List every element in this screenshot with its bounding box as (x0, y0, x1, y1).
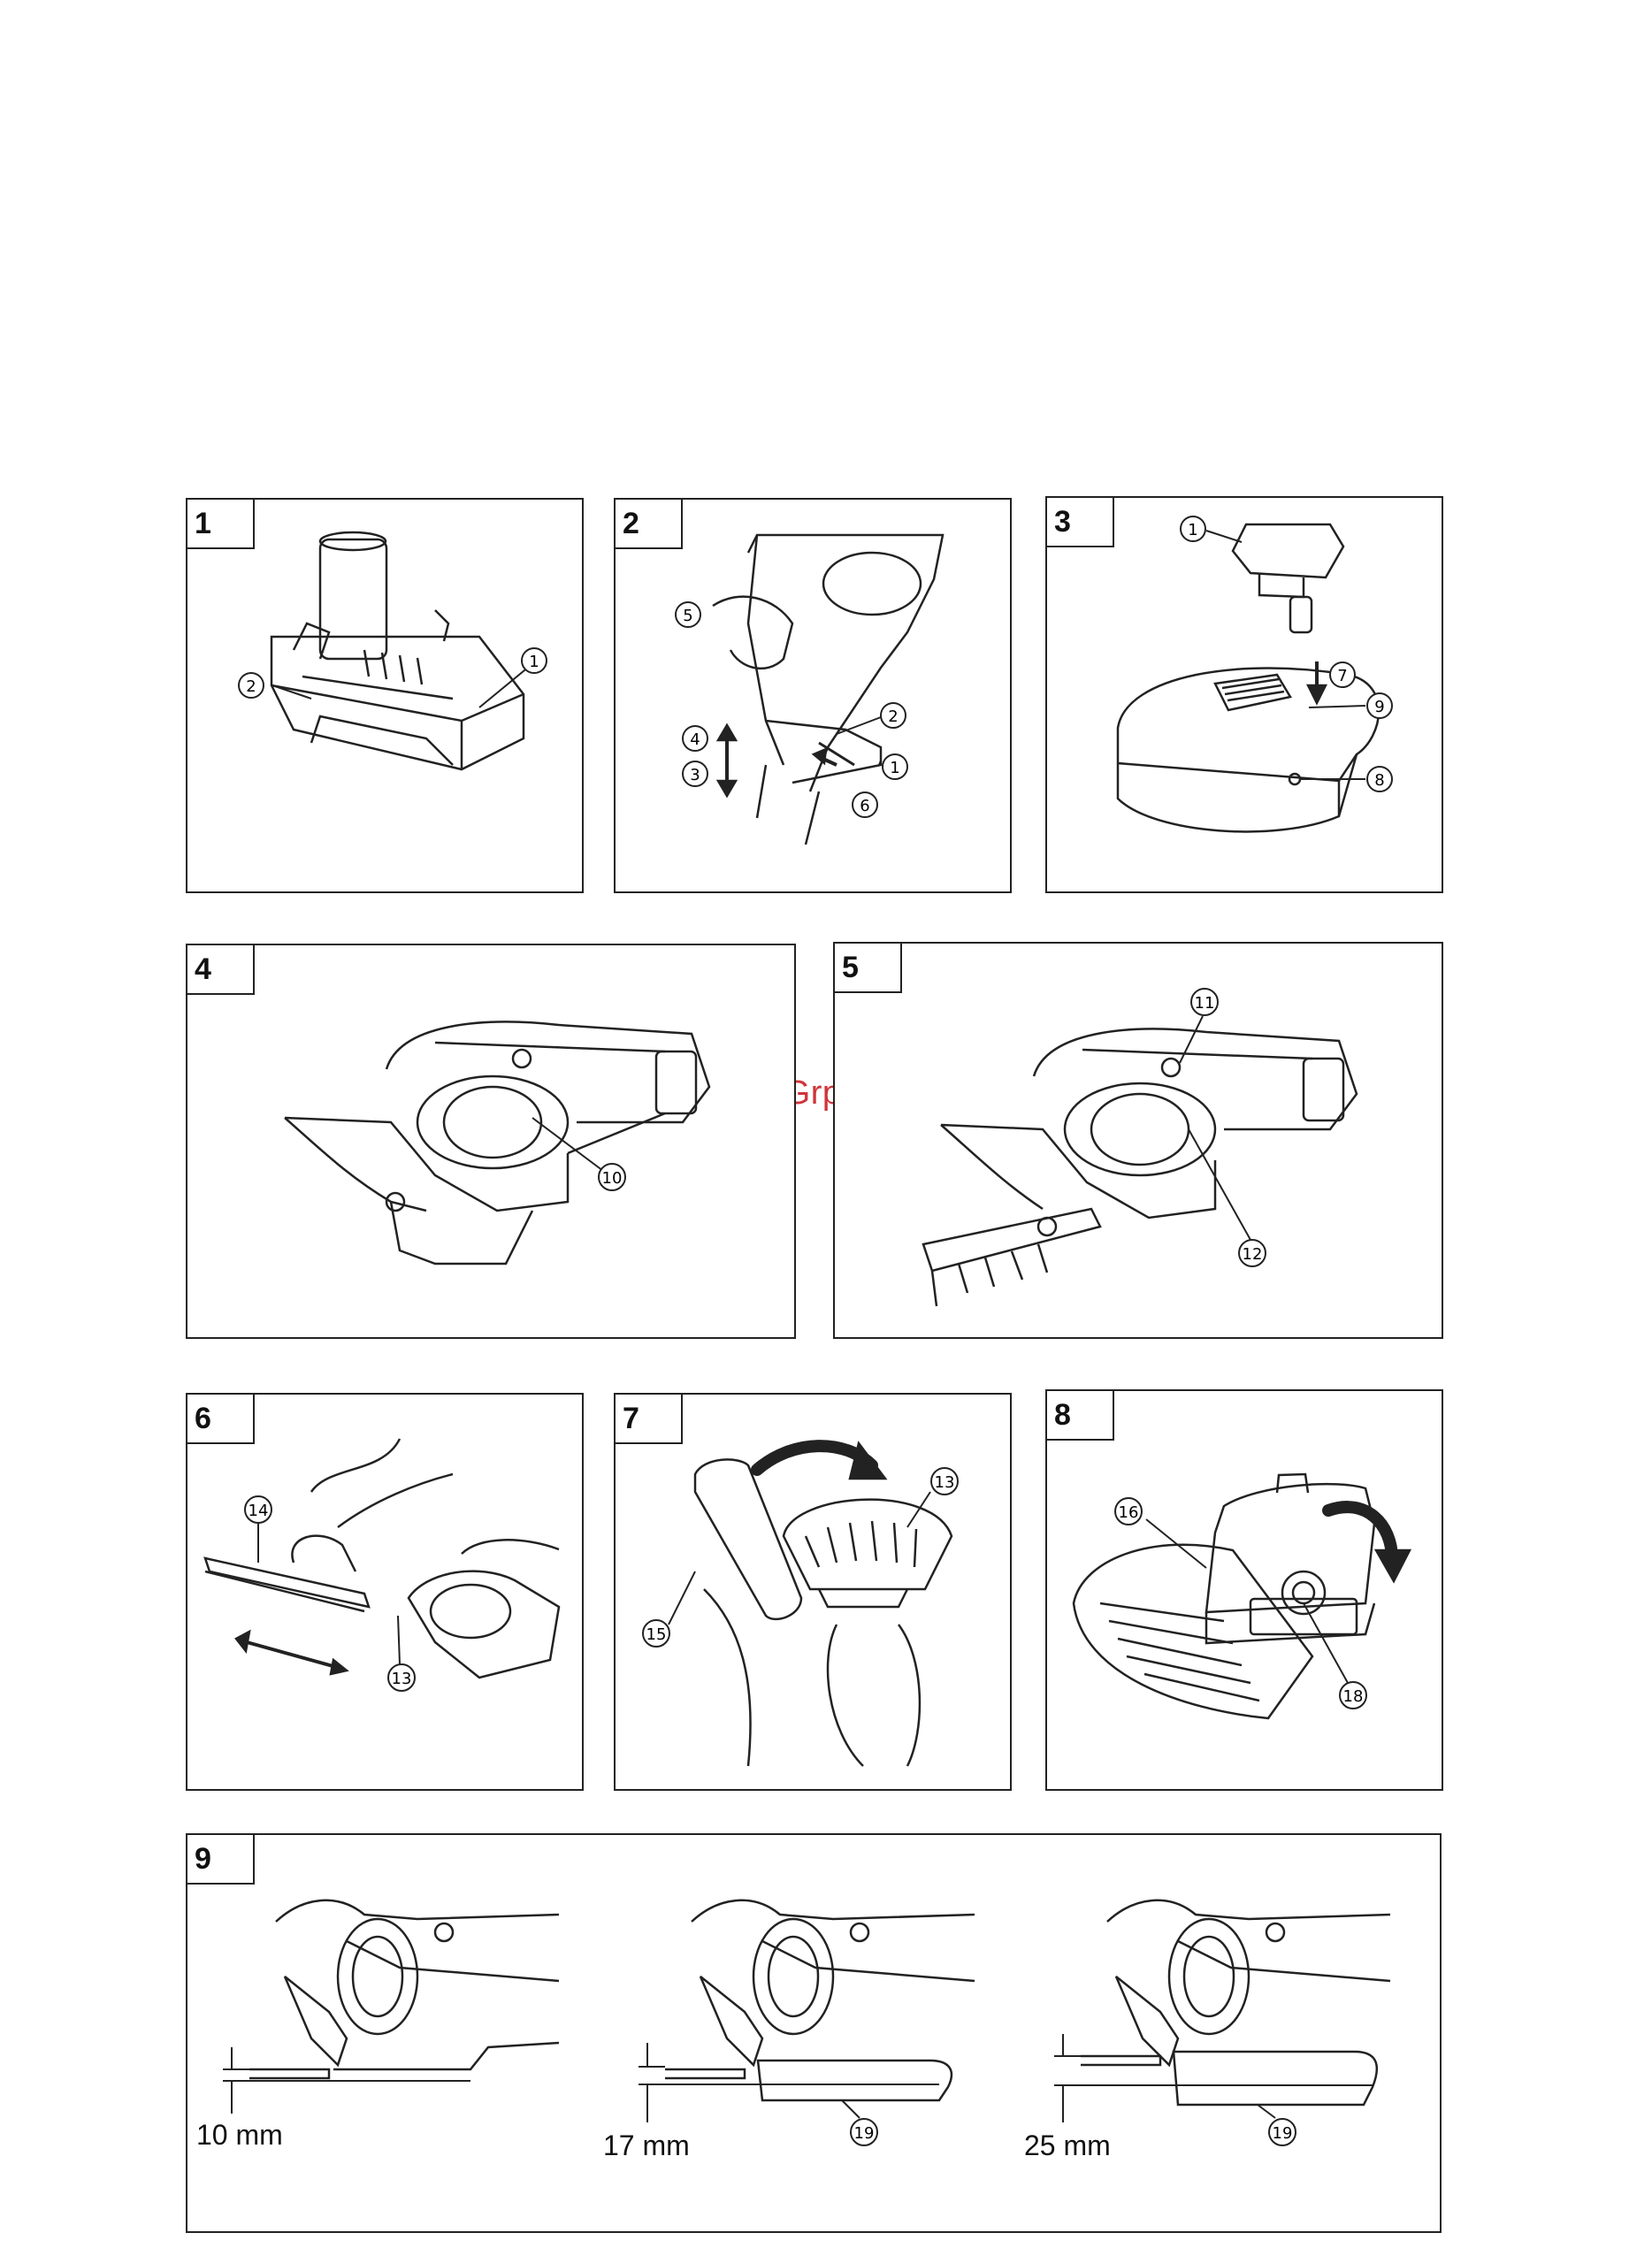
svg-text:13: 13 (392, 1670, 412, 1688)
svg-text:16: 16 (1119, 1503, 1139, 1522)
svg-text:19: 19 (1273, 2124, 1293, 2143)
figure-8: 8 16 18 (1045, 1389, 1443, 1791)
callout-1: 1 (879, 754, 907, 779)
callouts: 19 19 (187, 1835, 1442, 2233)
callouts: 16 18 (1047, 1391, 1443, 1791)
figure-2: 2 5 2 4 1 3 6 (614, 498, 1012, 893)
callout-1: 1 (1181, 516, 1242, 542)
callout-12: 12 (1189, 1129, 1266, 1266)
figure-3: 3 1 7 9 8 (1045, 496, 1443, 893)
callouts: 11 12 (835, 944, 1443, 1339)
svg-text:1: 1 (1188, 521, 1197, 539)
figure-4: 4 10 (186, 944, 796, 1339)
figure-5: 5 11 12 (833, 942, 1443, 1339)
svg-text:4: 4 (690, 730, 700, 749)
figure-number: 5 (833, 942, 902, 993)
svg-text:9: 9 (1374, 698, 1384, 716)
svg-text:11: 11 (1195, 994, 1215, 1013)
figure-number: 9 (186, 1833, 255, 1885)
callout-7: 7 (1330, 662, 1355, 687)
callout-8: 8 (1300, 767, 1392, 791)
callout-5: 5 (676, 602, 700, 627)
callout-13: 13 (388, 1616, 415, 1691)
figure-number: 4 (186, 944, 255, 995)
figure-7: 7 13 15 (614, 1393, 1012, 1791)
svg-text:5: 5 (683, 607, 692, 625)
figure-number: 3 (1045, 496, 1114, 547)
svg-text:19: 19 (854, 2124, 875, 2143)
svg-text:15: 15 (646, 1625, 667, 1644)
svg-text:14: 14 (249, 1502, 269, 1520)
callout-3: 3 (683, 761, 707, 786)
figure-1: 1 1 2 (186, 498, 584, 893)
callouts: 14 13 (187, 1395, 584, 1791)
svg-text:12: 12 (1243, 1245, 1263, 1264)
callouts: 10 (187, 945, 796, 1339)
svg-text:13: 13 (935, 1473, 955, 1492)
callout-19-b: 19 (1258, 2105, 1296, 2145)
callout-19-a: 19 (842, 2100, 877, 2145)
svg-text:6: 6 (860, 797, 869, 815)
callout-13: 13 (907, 1468, 958, 1527)
callout-11: 11 (1180, 989, 1218, 1063)
callout-9: 9 (1309, 693, 1392, 718)
figure-9: 9 (186, 1833, 1442, 2233)
callouts: 5 2 4 1 3 6 (616, 500, 1012, 893)
callout-18: 18 (1304, 1603, 1366, 1709)
svg-text:2: 2 (246, 677, 256, 696)
callout-6: 6 (853, 792, 877, 817)
figure-6: 6 14 13 (186, 1393, 584, 1791)
callouts: 13 15 (616, 1395, 1012, 1791)
figure-number: 7 (614, 1393, 683, 1444)
callout-1: 1 (479, 648, 547, 707)
callout-15: 15 (643, 1571, 695, 1647)
figure-number: 1 (186, 498, 255, 549)
svg-text:2: 2 (888, 707, 898, 726)
svg-text:1: 1 (529, 653, 539, 671)
svg-text:1: 1 (890, 759, 899, 777)
svg-text:8: 8 (1374, 771, 1384, 790)
svg-text:3: 3 (690, 766, 700, 784)
callout-2: 2 (837, 703, 906, 734)
callouts: 1 2 (187, 500, 584, 893)
figure-number: 6 (186, 1393, 255, 1444)
svg-text:7: 7 (1337, 667, 1347, 685)
callout-14: 14 (245, 1496, 272, 1563)
svg-text:10: 10 (602, 1169, 623, 1188)
figure-number: 2 (614, 498, 683, 549)
figure-number: 8 (1045, 1389, 1114, 1441)
callout-16: 16 (1115, 1498, 1206, 1568)
callout-10: 10 (532, 1118, 625, 1190)
callout-4: 4 (683, 726, 707, 751)
callouts: 1 7 9 8 (1047, 498, 1443, 893)
callout-2: 2 (239, 673, 311, 699)
svg-text:18: 18 (1343, 1687, 1364, 1706)
